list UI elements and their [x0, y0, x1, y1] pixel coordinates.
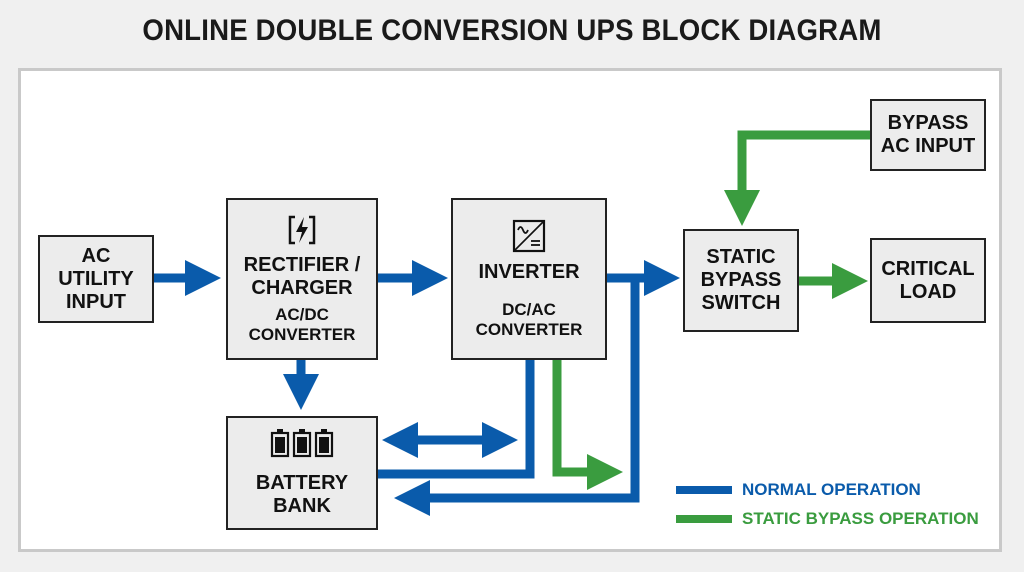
bypass-ac-input-block: BYPASS AC INPUT	[870, 99, 986, 171]
bypass-ac-input-label: BYPASS AC INPUT	[880, 112, 976, 157]
legend-normal-label: NORMAL OPERATION	[742, 480, 921, 499]
battery-icon	[270, 429, 334, 458]
rectifier-label: RECTIFIER / CHARGER	[243, 253, 361, 299]
ac-utility-input-label: AC UTILITY INPUT	[58, 244, 134, 313]
line-battery-to-inverter	[377, 358, 535, 479]
diagram-title: ONLINE DOUBLE CONVERSION UPS BLOCK DIAGR…	[142, 14, 882, 47]
rectifier-charger-block: RECTIFIER / CHARGER AC/DC CONVERTER	[226, 198, 378, 360]
legend-normal: NORMAL OPERATION	[676, 480, 921, 500]
static-bypass-switch-block: STATIC BYPASS SWITCH	[683, 229, 799, 332]
rectifier-sublabel: AC/DC CONVERTER	[248, 304, 356, 344]
ac-utility-input-block: AC UTILITY INPUT	[38, 235, 154, 323]
inverter-label: INVERTER	[478, 260, 580, 283]
arrow-inverter-bypass-path	[552, 358, 623, 490]
legend-normal-swatch	[676, 486, 732, 494]
sine-wave-icon	[512, 219, 546, 252]
static-bypass-switch-label: STATIC BYPASS SWITCH	[700, 246, 782, 314]
lightning-icon	[288, 215, 316, 244]
critical-load-block: CRITICAL LOAD	[870, 238, 986, 323]
critical-load-label: CRITICAL LOAD	[881, 257, 975, 303]
legend-bypass-swatch	[676, 515, 732, 523]
legend-bypass-label: STATIC BYPASS OPERATION	[742, 509, 979, 528]
inverter-block: INVERTER DC/AC CONVERTER	[451, 198, 607, 360]
inverter-sublabel: DC/AC CONVERTER	[475, 299, 583, 339]
arrow-inverter-to-static-switch	[394, 273, 640, 516]
battery-bank-label: BATTERY BANK	[255, 472, 349, 517]
battery-bank-block: BATTERY BANK	[226, 416, 378, 530]
legend-bypass: STATIC BYPASS OPERATION	[676, 509, 979, 529]
arrow-bypass-to-static-switch	[724, 130, 870, 226]
